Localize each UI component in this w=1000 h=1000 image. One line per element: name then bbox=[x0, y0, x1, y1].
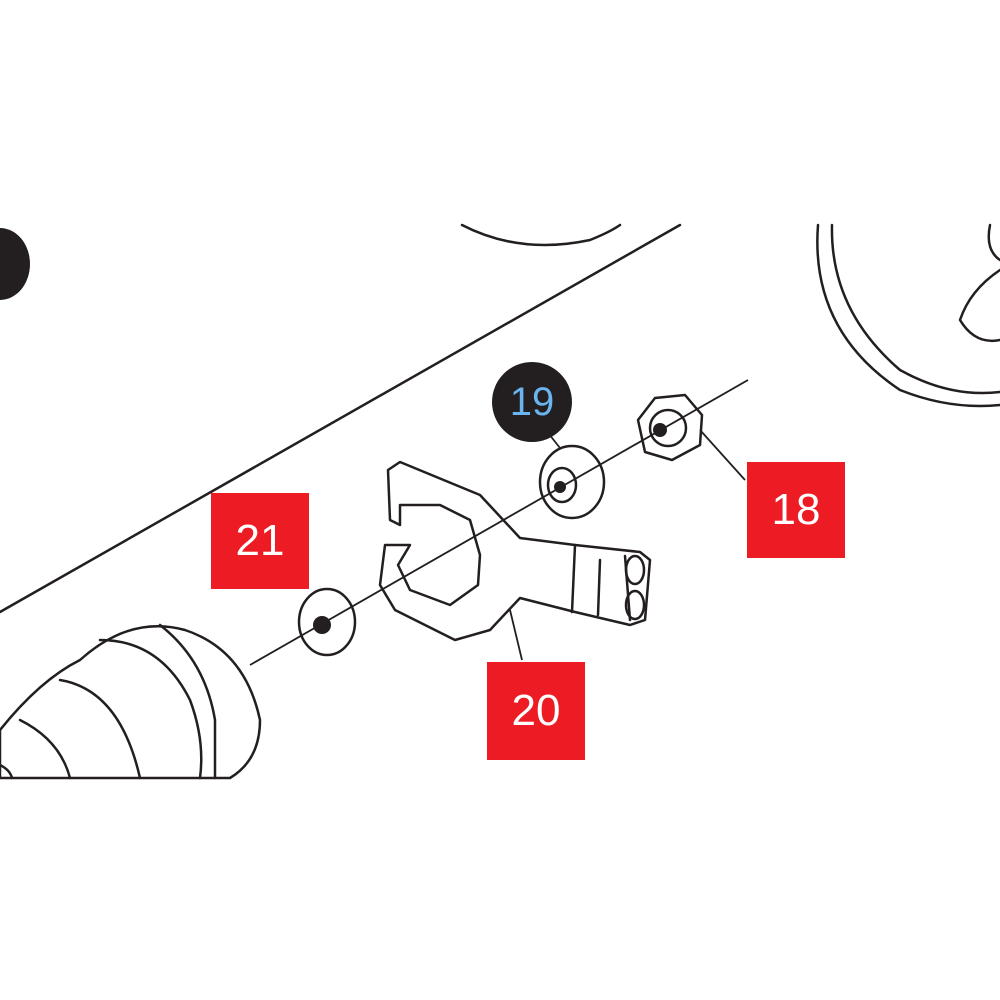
washer-19 bbox=[538, 444, 606, 520]
callout-19: 19 bbox=[492, 362, 572, 442]
nut-18 bbox=[636, 393, 704, 462]
bracket-20 bbox=[378, 460, 652, 642]
round-housing-outer bbox=[816, 223, 1000, 408]
leader-20 bbox=[509, 609, 523, 661]
housing-arc bbox=[460, 223, 622, 247]
round-housing-detail-2 bbox=[987, 223, 1000, 262]
callout-18: 18 bbox=[747, 462, 845, 558]
housing-edge bbox=[0, 223, 682, 614]
round-housing-detail bbox=[958, 268, 1000, 343]
callout-21: 21 bbox=[211, 493, 309, 589]
leader-18 bbox=[699, 429, 746, 481]
washer-21 bbox=[297, 587, 357, 657]
round-housing-inner bbox=[830, 223, 1000, 395]
callout-20: 20 bbox=[487, 662, 585, 760]
knob-nut bbox=[0, 623, 262, 780]
